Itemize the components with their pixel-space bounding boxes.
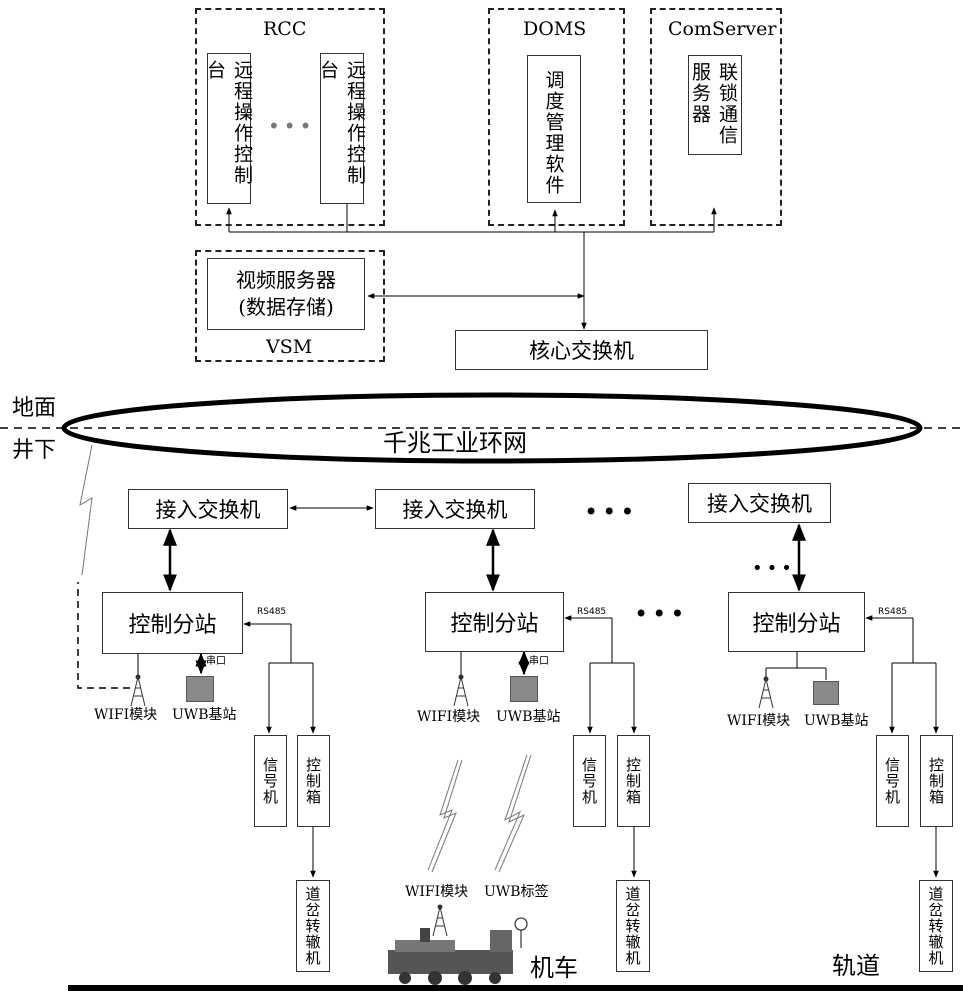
wifi-backhaul-dashed-line [77,582,130,689]
vsm-title: VSM [266,336,313,358]
remote-console-2[interactable]: 远程操作控制台 [317,53,366,204]
control-box-3[interactable]: 控制箱 [920,735,953,827]
uwb-wireless-zigzag [494,754,528,871]
wifi-wireless-zigzag [427,759,459,871]
rcc-title: RCC [263,18,307,40]
uwb-base-icon [510,676,538,702]
switch-machine-2[interactable]: 道岔转辙机 [616,880,650,972]
signal-machine-2[interactable]: 信号机 [573,735,606,827]
uwb-base-label: UWB基站 [496,709,561,725]
wifi-antenna-icon [130,674,146,707]
wifi-antenna-icon [432,904,448,937]
control-substation-2[interactable]: 控制分站 [425,592,564,652]
access-switch-1[interactable]: 接入交换机 [128,489,288,529]
uwb-base-label: UWB基站 [804,713,869,729]
uwb-base-icon [186,676,214,702]
locomotive-icon [388,928,513,985]
comserver-title: ComServer [668,18,777,40]
serial-port-label: 串口 [529,656,549,667]
control-substation-3[interactable]: 控制分站 [728,592,865,652]
loco-uwb-tag-label: UWB标签 [484,884,549,900]
locomotive-label: 机车 [530,954,578,982]
serial-port-label: 串口 [206,656,226,667]
rcc-group [195,8,385,226]
rs485-label: RS485 [257,607,287,617]
underground-label: 井下 [12,438,57,463]
access-switch-2[interactable]: 接入交换机 [375,489,535,529]
access-switch-3[interactable]: 接入交换机 [688,483,831,523]
uwb-tag-icon [514,917,528,948]
ring-network-ellipse [61,392,923,464]
rs485-label: RS485 [878,607,908,617]
track-label: 轨道 [832,952,880,980]
switch-machine-3[interactable]: 道岔转辙机 [919,880,953,972]
remote-console-1[interactable]: 远程操作控制台 [204,53,253,204]
uwb-base-label: UWB基站 [172,707,237,723]
signal-machine-1[interactable]: 信号机 [254,735,287,827]
wifi-module-label: WIFI模块 [94,707,158,723]
wifi-module-label: WIFI模块 [417,709,481,725]
substation-ellipsis: ••• [634,600,689,628]
switch-machine-1[interactable]: 道岔转辙机 [296,880,330,972]
interlock-server[interactable]: 联锁通信服务器 [688,55,742,155]
vsm-group [195,250,385,362]
ring-network-label: 千兆工业环网 [383,429,527,457]
substation-ellipsis-small: ••• [752,558,796,579]
signal-machine-3[interactable]: 信号机 [876,735,909,827]
loco-wifi-label: WIFI模块 [405,884,469,900]
wifi-antenna-icon [758,676,774,709]
wifi-antenna-icon [453,674,469,707]
dispatch-software[interactable]: 调度管理软件 [527,55,581,203]
control-substation-1[interactable]: 控制分站 [102,592,243,654]
comserver-group [650,8,782,226]
video-server-line1: 视频服务器 [236,268,336,292]
core-switch[interactable]: 核心交换机 [455,330,708,370]
ground-label: 地面 [12,396,57,421]
wireless-zigzag [79,444,93,576]
wifi-module-label: WIFI模块 [727,713,791,729]
doms-group [488,8,625,226]
doms-title: DOMS [523,18,587,40]
switch-ellipsis: ••• [584,498,639,526]
video-server[interactable]: 视频服务器 (数据存储) [207,258,365,330]
rs485-label: RS485 [577,607,607,617]
uwb-base-icon [813,681,839,705]
control-box-2[interactable]: 控制箱 [617,735,650,827]
control-box-1[interactable]: 控制箱 [297,735,330,827]
console-ellipsis: ••• [268,114,316,138]
video-server-line2: (数据存储) [238,295,334,319]
